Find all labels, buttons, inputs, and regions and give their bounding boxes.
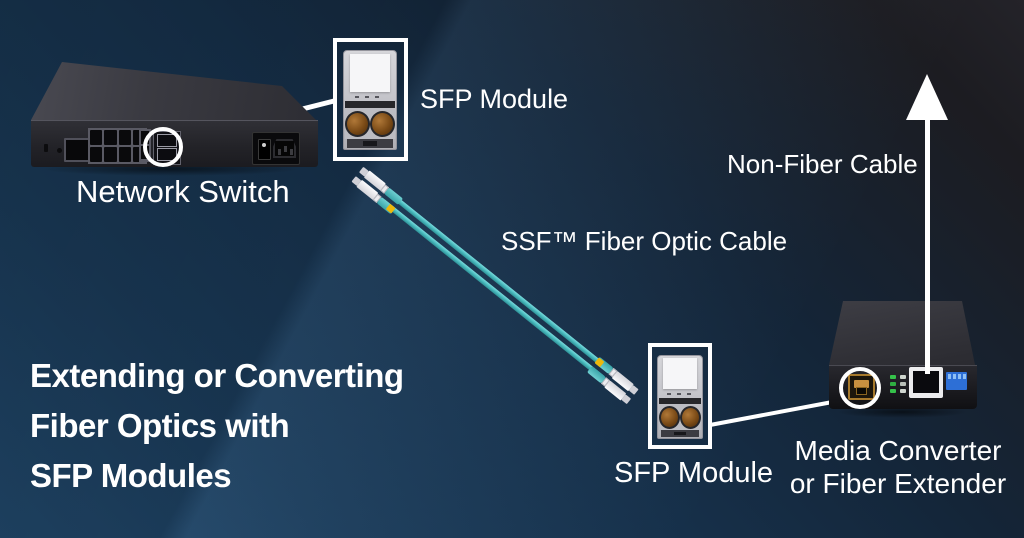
network-switch-label: Network Switch: [76, 174, 290, 209]
switch-power-switch: [258, 139, 271, 160]
converter-leds-gray: [900, 375, 906, 393]
non-fiber-cable-label: Non-Fiber Cable: [727, 149, 918, 179]
title-line3: SFP Modules: [30, 457, 232, 494]
switch-power-recess: [252, 132, 300, 165]
title-line2: Fiber Optics with: [30, 407, 290, 444]
media-converter-label-line2: or Fiber Extender: [789, 468, 1007, 499]
converter-top-face: [829, 301, 975, 365]
sfp-lc-receptacles: [659, 404, 701, 430]
sfp-white-label: [663, 358, 697, 389]
non-fiber-cable-line: [925, 112, 930, 374]
switch-power-inlet: [273, 139, 296, 158]
media-converter-illustration: [826, 298, 979, 410]
switch-reset-button: [44, 144, 48, 152]
media-converter-label-line1: Media Converter: [794, 435, 1002, 466]
sfp-module-frame-bottom: [648, 343, 712, 449]
switch-led-hole: [57, 148, 62, 153]
converter-rj45-port: [909, 367, 943, 398]
up-arrow-icon: [906, 74, 948, 120]
media-converter-label: Media Converter or Fiber Extender: [762, 434, 1024, 500]
sfp-pin-dots: [667, 393, 691, 395]
switch-uplink-port: [64, 138, 90, 162]
page-title: Extending or Converting Fiber Optics wit…: [30, 351, 404, 501]
sfp-module-label-top: SFP Module: [420, 84, 569, 114]
sfp-lc-receptacles: [345, 108, 395, 139]
switch-ethernet-ports: [88, 128, 147, 164]
converter-dip-switches: [946, 372, 967, 390]
sfp-dark-strip: [659, 398, 701, 404]
sfp-connector-edge: [347, 139, 393, 148]
converter-sfp-highlight-circle: [839, 367, 881, 409]
sfp-module-illustration-top: [343, 50, 397, 150]
sfp-pin-dots: [355, 96, 379, 98]
sfp-connector-edge: [661, 430, 699, 437]
converter-leds-green: [890, 375, 896, 393]
callout-line-sfp-to-converter: [708, 398, 845, 427]
sfp-module-frame-top: [333, 38, 408, 161]
title-line1: Extending or Converting: [30, 357, 404, 394]
sfp-module-illustration-bottom: [657, 355, 703, 439]
fiber-cable-label: SSF™ Fiber Optic Cable: [501, 226, 788, 256]
sfp-module-label-bottom: SFP Module: [614, 457, 774, 489]
sfp-white-label: [350, 54, 390, 92]
switch-sfp-highlight-circle: [143, 127, 183, 167]
converter-shadow: [836, 406, 968, 418]
sfp-dark-strip: [345, 101, 395, 108]
